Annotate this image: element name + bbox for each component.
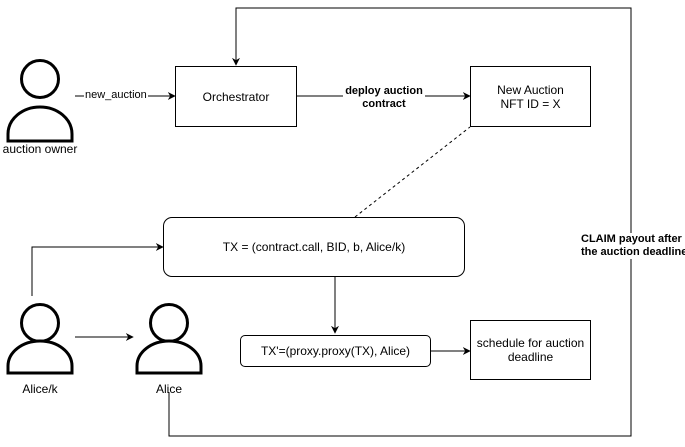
tx-label: TX = (contract.call, BID, b, Alice/k) [222, 240, 406, 254]
orchestrator-label: Orchestrator [202, 89, 270, 104]
new-auction-edge-label: new_auction [84, 89, 148, 102]
deploy-label-line1: deploy auction [345, 85, 423, 97]
auction-owner-actor-icon [6, 59, 74, 143]
schedule-label-line2: deadline [507, 350, 554, 364]
auction-owner-label: auction owner [2, 142, 78, 156]
alice-label: Alice [155, 382, 182, 396]
tx-prime-node: TX'=(proxy.proxy(TX), Alice) [240, 335, 431, 367]
deploy-label-line2: contract [362, 98, 406, 110]
schedule-node: schedule for auction deadline [470, 320, 591, 380]
tx-node: TX = (contract.call, BID, b, Alice/k) [163, 217, 465, 277]
alice-k-actor-icon [6, 303, 74, 375]
new-auction-label-line1: New Auction [497, 82, 564, 97]
alice-actor-icon [135, 303, 203, 375]
alice-k-label: Alice/k [22, 382, 58, 396]
new-auction-node: New Auction NFT ID = X [470, 66, 591, 127]
new-auction-label-line2: NFT ID = X [500, 96, 561, 111]
edge-tx-to-auction-dashed [354, 126, 471, 218]
deploy-contract-edge-label: deploy auction contract [343, 85, 425, 111]
edge-claim-loop [168, 7, 632, 437]
tx-prime-label: TX'=(proxy.proxy(TX), Alice) [260, 344, 411, 358]
claim-label-line1: CLAIM payout after [581, 233, 682, 245]
orchestrator-node: Orchestrator [175, 66, 297, 127]
claim-payout-edge-label: CLAIM payout after the auction deadline [581, 233, 685, 259]
schedule-label-line1: schedule for auction [476, 336, 585, 350]
claim-label-line2: the auction deadline [581, 246, 685, 258]
edge-alice-k-to-tx [31, 243, 164, 296]
